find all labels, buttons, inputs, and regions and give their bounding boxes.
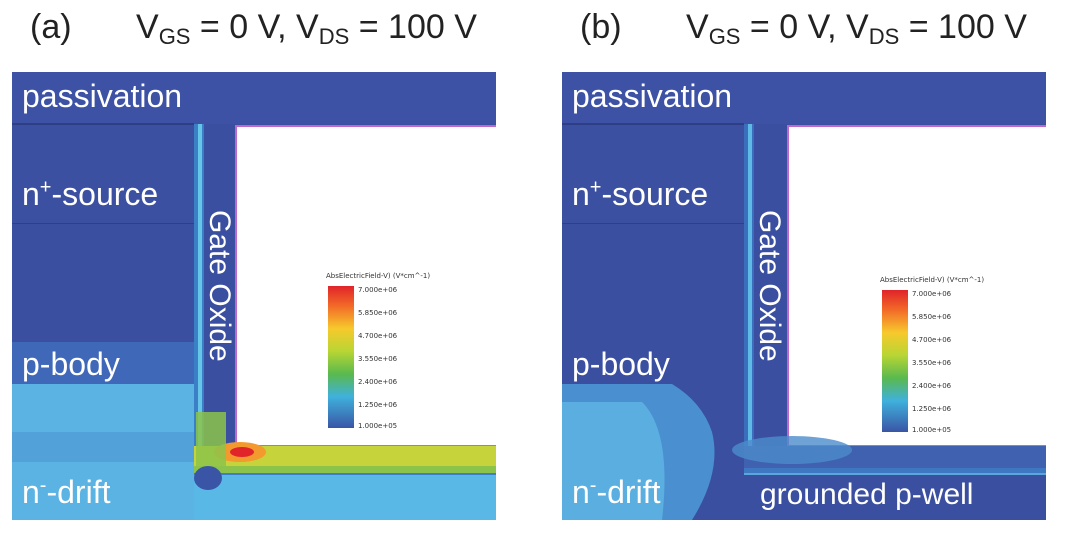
legend-tick: 1.250e+06 xyxy=(912,405,952,413)
gate-electrode xyxy=(235,125,496,447)
legend-tick: 4.700e+06 xyxy=(912,336,952,344)
legend-tick: 2.400e+06 xyxy=(358,378,398,386)
panel-a-color-legend: AbsElectricField-V) (V*cm^-1) 7.000e+06 … xyxy=(326,272,486,432)
n-drift-label: n--drift xyxy=(572,474,661,510)
gate-electrode xyxy=(787,125,1046,447)
legend-tick: 4.700e+06 xyxy=(358,332,398,340)
panel-b-field-map xyxy=(562,72,1046,520)
n-source-label: n+-source xyxy=(22,176,159,212)
legend-colorbar xyxy=(882,290,908,432)
panel-b-simulation: passivation n+-source p-body n--drift gr… xyxy=(562,72,1046,520)
passivation-region xyxy=(12,72,496,124)
legend-title: AbsElectricField-V) (V*cm^-1) xyxy=(326,272,431,280)
panel-b-color-legend: AbsElectricField-V) (V*cm^-1) 7.000e+06 … xyxy=(880,276,1040,436)
n-source-region xyxy=(12,126,194,224)
legend-tick: 2.400e+06 xyxy=(912,382,952,390)
panel-a-field-map xyxy=(12,72,496,520)
p-body-label: p-body xyxy=(572,346,670,382)
legend-tick: 1.000e+05 xyxy=(912,426,952,434)
n-source-region xyxy=(562,126,744,224)
panel-b-label: (b) xyxy=(580,8,622,46)
gate-oxide-label: Gate Oxide xyxy=(203,210,236,362)
legend-title: AbsElectricField-V) (V*cm^-1) xyxy=(880,276,985,284)
legend-tick: 3.550e+06 xyxy=(358,355,398,363)
legend-colorbar xyxy=(328,286,354,428)
legend-tick: 5.850e+06 xyxy=(912,313,952,321)
legend-tick: 7.000e+06 xyxy=(358,286,398,294)
legend-tick: 1.000e+05 xyxy=(358,422,398,430)
passivation-label: passivation xyxy=(572,78,733,114)
passivation-region xyxy=(562,72,1046,124)
legend-tick: 7.000e+06 xyxy=(912,290,952,298)
n-source-label: n+-source xyxy=(572,176,709,212)
legend-tick: 5.850e+06 xyxy=(358,309,398,317)
p-body-label: p-body xyxy=(22,346,120,382)
panel-b-condition: VGS = 0 V, VDS = 100 V xyxy=(686,8,1027,49)
gate-oxide-label: Gate Oxide xyxy=(753,210,786,362)
passivation-label: passivation xyxy=(22,78,183,114)
n-drift-label: n--drift xyxy=(22,474,111,510)
panel-a-label: (a) xyxy=(30,8,72,46)
grounded-pwell-region xyxy=(744,474,1046,520)
panel-a-simulation: passivation n+-source p-body n--drift Ga… xyxy=(12,72,496,520)
legend-tick: 3.550e+06 xyxy=(912,359,952,367)
legend-tick: 1.250e+06 xyxy=(358,401,398,409)
grounded-pwell-label: grounded p-well xyxy=(760,478,974,511)
p-body-region xyxy=(562,224,744,384)
panel-a-condition: VGS = 0 V, VDS = 100 V xyxy=(136,8,477,49)
